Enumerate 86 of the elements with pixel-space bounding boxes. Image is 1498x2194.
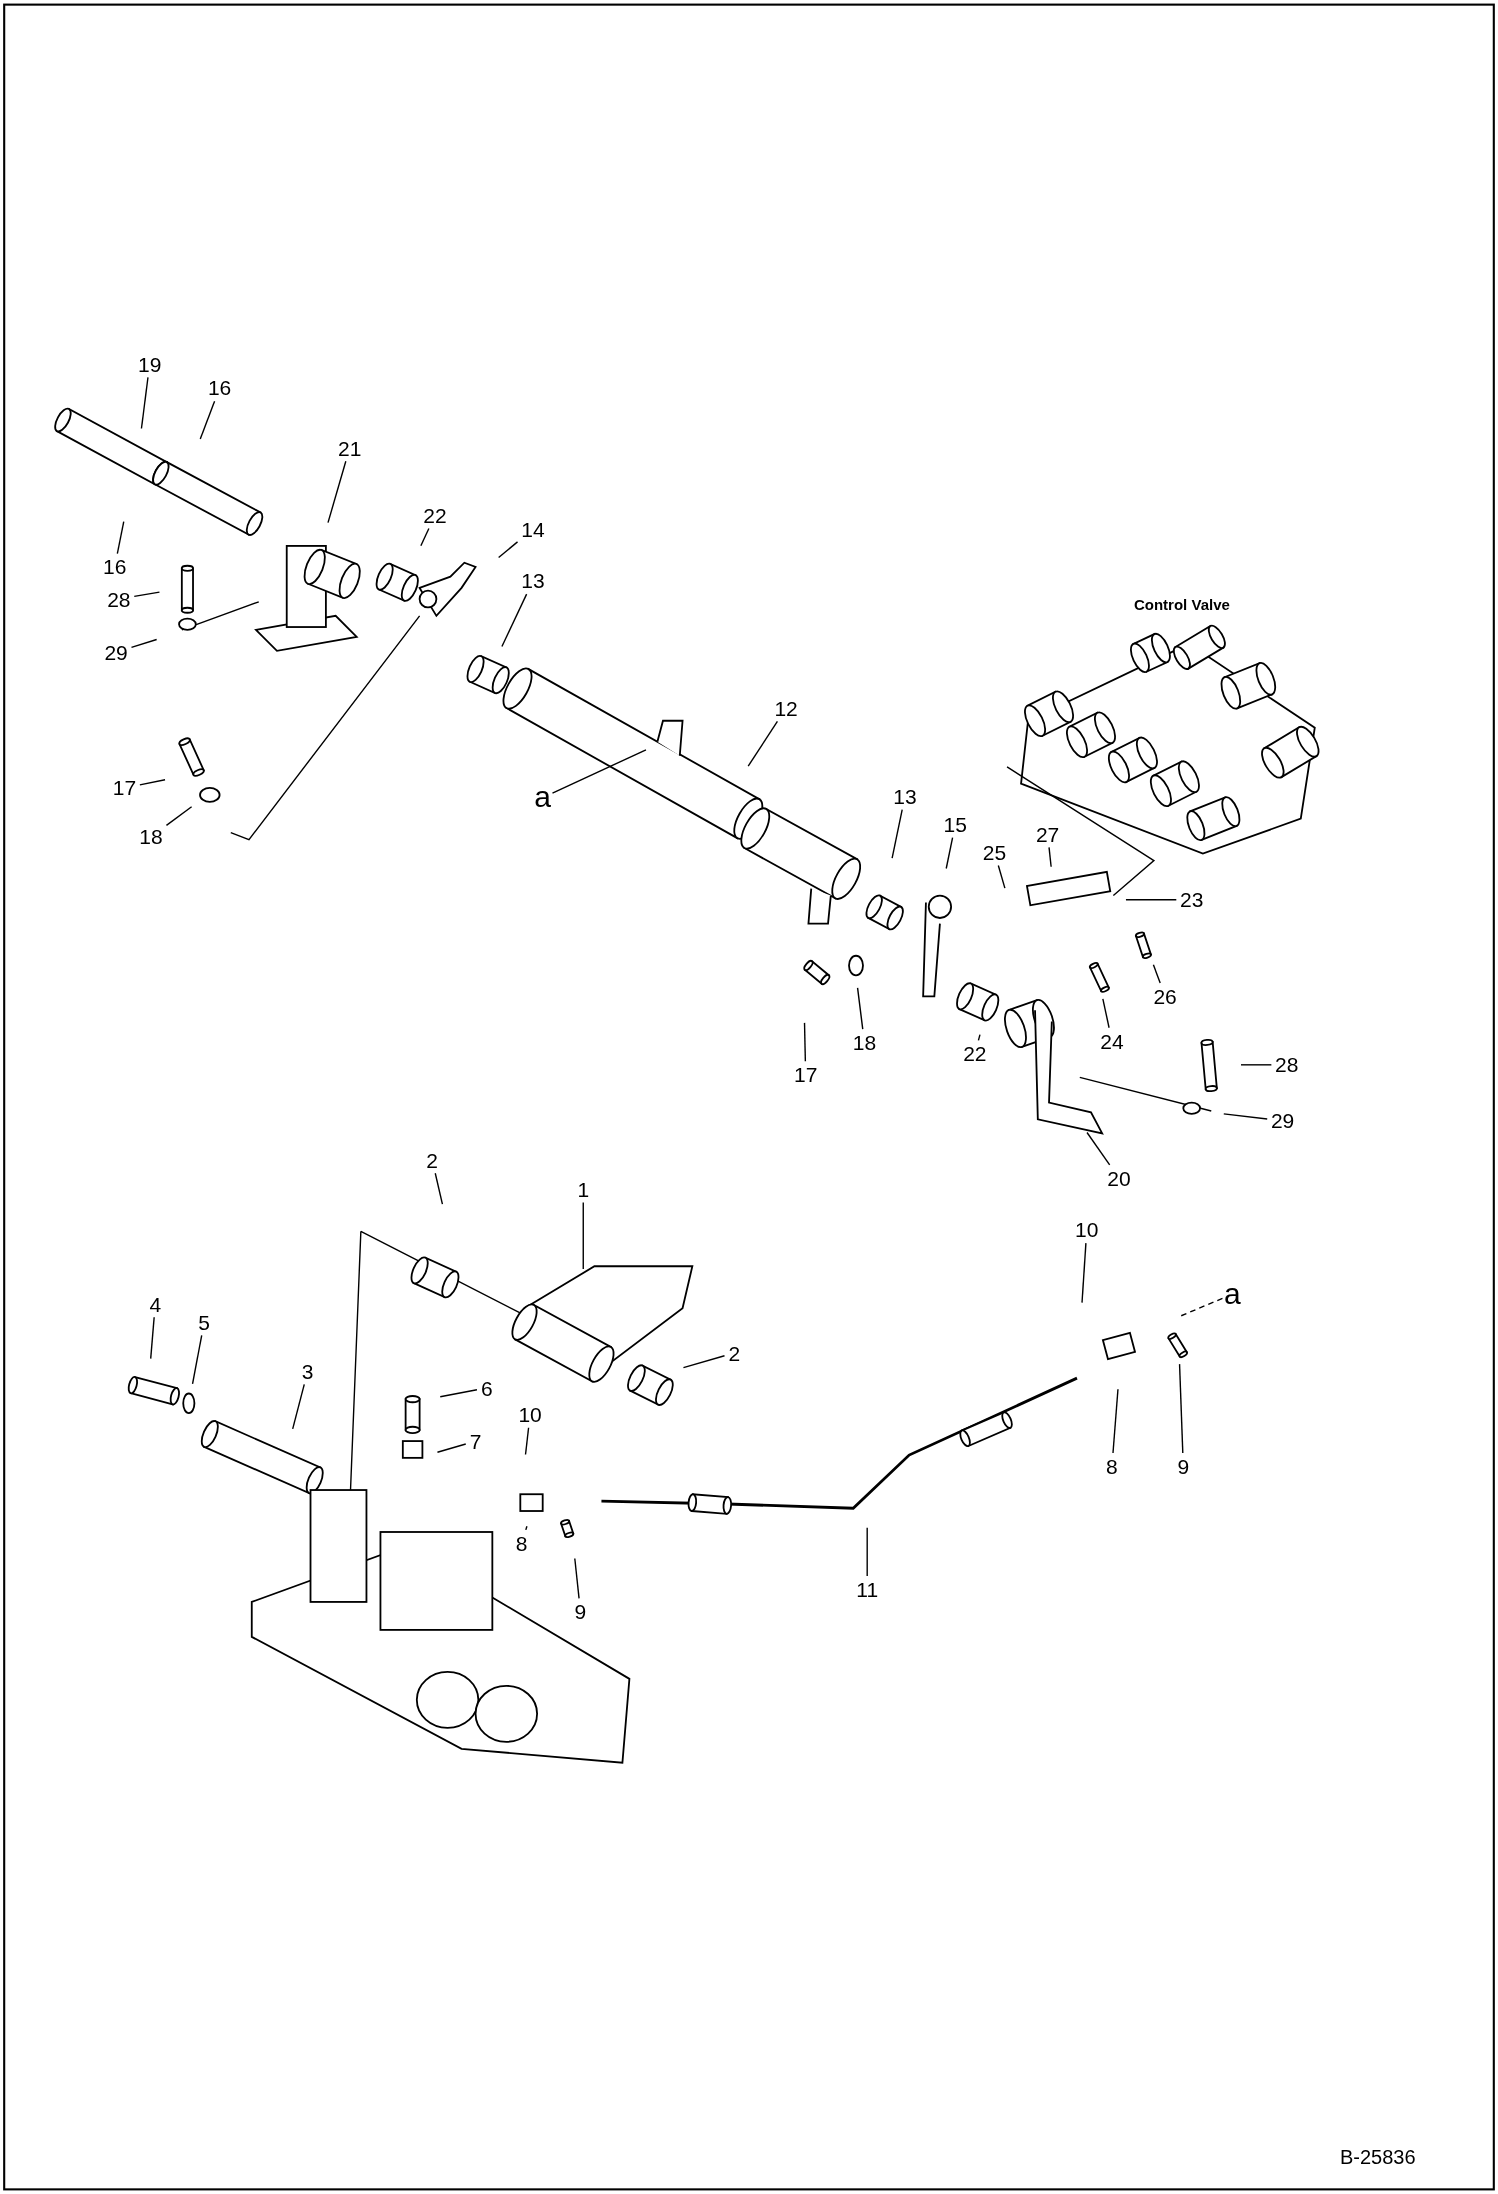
- callout-number: 14: [521, 518, 545, 540]
- callout-number: 29: [104, 641, 128, 663]
- callout-number: 15: [943, 813, 967, 835]
- callout-number: 2: [728, 1342, 741, 1364]
- drawing-number: B-25836: [1339, 2146, 1416, 2167]
- callout-number: 13: [521, 569, 545, 591]
- callout-number: 16: [103, 555, 127, 577]
- leader-line: [997, 864, 1006, 889]
- callout-number: 2: [426, 1149, 439, 1170]
- leader-line: [116, 520, 125, 555]
- callout-number: 18: [852, 1031, 877, 1053]
- callout-number: 8: [1106, 1455, 1118, 1477]
- leader-line: [130, 638, 158, 649]
- leader-line: [1048, 846, 1052, 868]
- callout-number: 10: [518, 1403, 542, 1425]
- leader-line: [165, 806, 193, 827]
- leader-line: [525, 1525, 528, 1531]
- part-label: Control Valve: [1133, 596, 1230, 612]
- leader-line: [497, 541, 519, 559]
- leader-line: [856, 987, 864, 1030]
- leader-line: [191, 1334, 203, 1385]
- leader-line: [945, 836, 954, 870]
- callout-number: 13: [893, 785, 917, 807]
- leader-line: [1102, 998, 1110, 1029]
- callout-number: 18: [139, 825, 163, 847]
- leader-line: [1152, 963, 1161, 984]
- leader-line: [292, 1383, 305, 1430]
- callout-number: 19: [138, 353, 162, 375]
- callout-number: 12: [774, 697, 798, 719]
- leader-line: [1112, 1388, 1119, 1454]
- callout-number: 29: [1270, 1109, 1295, 1131]
- callout-number: 11: [856, 1578, 879, 1600]
- callout-number: 6: [480, 1377, 493, 1398]
- callout-number: 17: [112, 776, 137, 798]
- leader-line: [133, 591, 161, 598]
- leader-line: [439, 1389, 478, 1398]
- leader-line: [434, 1172, 444, 1205]
- callout-number: a: [534, 782, 552, 813]
- callout-number: 22: [423, 504, 447, 526]
- leader-line: [803, 1022, 807, 1063]
- callout-number: 16: [207, 376, 232, 398]
- leader-line: [747, 720, 779, 767]
- leader-line: [1178, 1363, 1184, 1454]
- callout-number: 4: [149, 1293, 162, 1315]
- callout-number: 23: [1180, 888, 1204, 910]
- callout-number: 8: [515, 1532, 528, 1554]
- callout-number: 3: [301, 1360, 314, 1382]
- leader-line: [327, 460, 347, 524]
- callout-number: 9: [574, 1600, 587, 1622]
- callout-number: 1: [577, 1178, 590, 1200]
- leader-line: [977, 1033, 981, 1042]
- callout-number: 17: [793, 1063, 818, 1085]
- leader-line: [1081, 1242, 1087, 1304]
- callout-number: 22: [963, 1042, 987, 1064]
- leader-line: [551, 749, 647, 794]
- leader-line: [1180, 1297, 1224, 1317]
- callout-number: 5: [198, 1311, 211, 1333]
- callout-number: 26: [1153, 985, 1177, 1007]
- leader-line: [140, 376, 149, 430]
- leader-line: [891, 808, 903, 859]
- callout-number: a: [1223, 1278, 1241, 1309]
- leader-line: [1086, 1131, 1111, 1166]
- leader-line: [1223, 1113, 1268, 1120]
- leader-line: [501, 593, 528, 648]
- leader-line: [199, 400, 216, 440]
- leader-line: [524, 1427, 530, 1456]
- callout-number: 20: [1107, 1167, 1131, 1189]
- callout-number: 27: [1035, 823, 1060, 845]
- callout-number: 28: [1275, 1053, 1299, 1075]
- leader-line: [574, 1557, 580, 1600]
- leader-line: [420, 527, 430, 547]
- callout-number: 9: [1177, 1455, 1190, 1477]
- callout-number: 25: [982, 841, 1007, 863]
- leader-line: [582, 1201, 584, 1270]
- callout-number: 24: [1100, 1030, 1124, 1052]
- leader-line: [682, 1355, 726, 1369]
- leader-line: [139, 779, 166, 786]
- callout-number: 7: [469, 1430, 482, 1452]
- callout-number: 28: [107, 588, 131, 610]
- leader-line: [866, 1527, 868, 1577]
- callout-number: 21: [338, 437, 362, 459]
- leader-line: [150, 1316, 155, 1360]
- leader-line: [1125, 899, 1177, 901]
- callout-number: 10: [1075, 1218, 1099, 1240]
- leader-line: [1240, 1064, 1273, 1066]
- leader-line: [436, 1443, 467, 1453]
